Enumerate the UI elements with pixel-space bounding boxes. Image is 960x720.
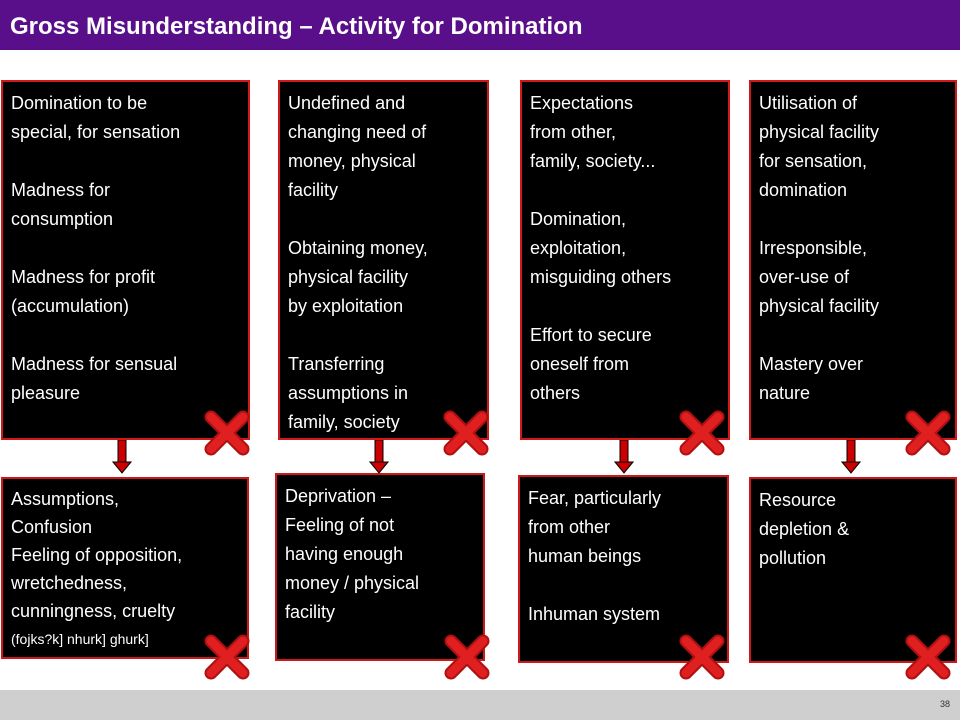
text-line: family, society... bbox=[530, 151, 656, 171]
cross-icon bbox=[443, 410, 489, 456]
cross-icon bbox=[679, 410, 725, 456]
down-arrow-icon bbox=[112, 440, 132, 474]
text-line: Confusion bbox=[11, 517, 93, 537]
bottom-box-3: Fear, particularly from other human bein… bbox=[518, 475, 729, 663]
text-line: human beings bbox=[528, 546, 642, 566]
text-line: physical facility bbox=[288, 267, 409, 287]
text-line: nature bbox=[759, 383, 811, 403]
text-line: Fear, particularly bbox=[528, 488, 662, 508]
bottom-box-4: Resource depletion & pollution bbox=[749, 477, 957, 663]
down-arrow-icon bbox=[369, 440, 389, 474]
text-line: by exploitation bbox=[288, 296, 404, 316]
text-line: (accumulation) bbox=[11, 296, 130, 316]
title-bar: Gross Misunderstanding – Activity for Do… bbox=[0, 0, 960, 50]
text-line: pleasure bbox=[11, 383, 81, 403]
text-line: family, society bbox=[288, 412, 400, 432]
text-line: physical facility bbox=[759, 296, 880, 316]
text-line: facility bbox=[288, 180, 339, 200]
text-line: misguiding others bbox=[530, 267, 672, 287]
text-line: Effort to secure bbox=[530, 325, 652, 345]
text-line: Utilisation of bbox=[759, 93, 858, 113]
text-line: assumptions in bbox=[288, 383, 409, 403]
page-number: 38 bbox=[939, 699, 950, 709]
text-line: Undefined and bbox=[288, 93, 406, 113]
top-box-1: Domination to be special, for sensation … bbox=[1, 80, 250, 440]
text-line: Mastery over bbox=[759, 354, 864, 374]
slide-title: Gross Misunderstanding – Activity for Do… bbox=[10, 13, 583, 40]
cross-icon bbox=[204, 410, 250, 456]
text-line: physical facility bbox=[759, 122, 880, 142]
bottom-box-1: Assumptions, Confusion Feeling of opposi… bbox=[1, 477, 249, 659]
text-line: from other bbox=[528, 517, 611, 537]
text-line: Domination to be bbox=[11, 93, 148, 113]
text-line: pollution bbox=[759, 548, 827, 568]
cross-icon bbox=[679, 634, 725, 680]
cross-icon bbox=[905, 634, 951, 680]
hindi-text-line: (fojks?k] nhurk] ghurk] bbox=[11, 631, 149, 647]
text-line: facility bbox=[285, 602, 336, 622]
text-line: Inhuman system bbox=[528, 604, 661, 624]
text-line: Deprivation – bbox=[285, 486, 392, 506]
text-line: Feeling of not bbox=[285, 515, 395, 535]
text-line: Transferring bbox=[288, 354, 385, 374]
text-line: from other, bbox=[530, 122, 617, 142]
text-line: Feeling of opposition, bbox=[11, 545, 183, 565]
text-line: wretchedness, bbox=[11, 573, 128, 593]
text-line: for sensation, bbox=[759, 151, 868, 171]
text-line: cunningness, cruelty bbox=[11, 601, 176, 621]
text-line: Irresponsible, bbox=[759, 238, 868, 258]
footer-bar: 38 bbox=[0, 690, 960, 720]
down-arrow-icon bbox=[841, 440, 861, 474]
text-line: over-use of bbox=[759, 267, 850, 287]
text-line: depletion & bbox=[759, 519, 850, 539]
text-line: special, for sensation bbox=[11, 122, 181, 142]
top-box-2: Undefined and changing need of money, ph… bbox=[278, 80, 489, 440]
text-line: Madness for bbox=[11, 180, 111, 200]
down-arrow-icon bbox=[614, 440, 634, 474]
cross-icon bbox=[204, 634, 250, 680]
text-line: Madness for profit bbox=[11, 267, 156, 287]
top-box-4: Utilisation of physical facility for sen… bbox=[749, 80, 957, 440]
text-line: others bbox=[530, 383, 581, 403]
text-line: Expectations bbox=[530, 93, 634, 113]
text-line: money / physical bbox=[285, 573, 420, 593]
top-box-3: Expectations from other, family, society… bbox=[520, 80, 730, 440]
cross-icon bbox=[444, 634, 490, 680]
text-line: Obtaining money, bbox=[288, 238, 428, 258]
text-line: consumption bbox=[11, 209, 114, 229]
bottom-box-2: Deprivation – Feeling of not having enou… bbox=[275, 473, 485, 661]
cross-icon bbox=[905, 410, 951, 456]
text-line: Domination, bbox=[530, 209, 627, 229]
text-line: domination bbox=[759, 180, 848, 200]
text-line: money, physical bbox=[288, 151, 416, 171]
text-line: exploitation, bbox=[530, 238, 627, 258]
text-line: changing need of bbox=[288, 122, 427, 142]
text-line: Assumptions, bbox=[11, 489, 120, 509]
text-line: having enough bbox=[285, 544, 404, 564]
text-line: Resource bbox=[759, 490, 837, 510]
text-line: Madness for sensual bbox=[11, 354, 178, 374]
text-line: oneself from bbox=[530, 354, 630, 374]
